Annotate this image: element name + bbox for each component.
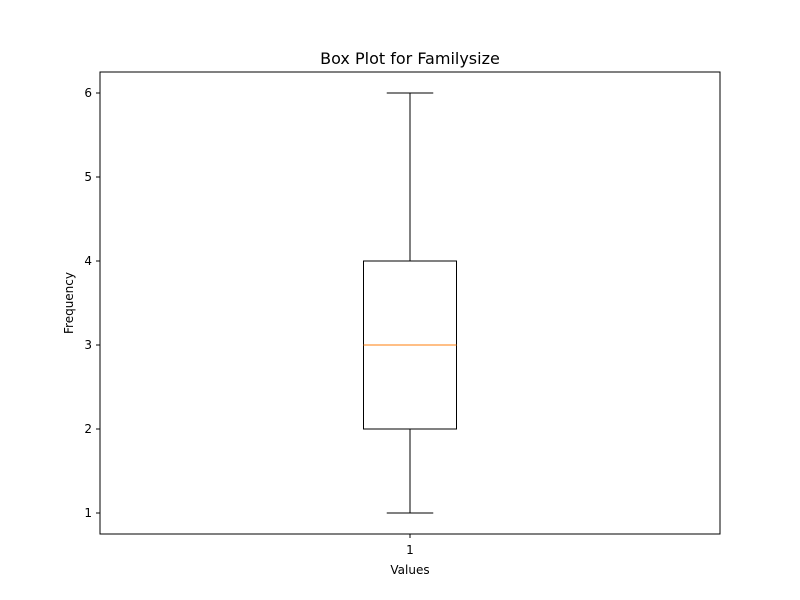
plot-area — [363, 92, 457, 514]
y-tick-label: 6 — [84, 86, 92, 100]
chart-title: Box Plot for Familysize — [320, 49, 500, 68]
x-tick-label: 1 — [406, 543, 414, 557]
x-axis-label: Values — [390, 563, 429, 577]
y-tick-label: 2 — [84, 422, 92, 436]
y-axis-label: Frequency — [62, 272, 76, 334]
y-tick-label: 1 — [84, 506, 92, 520]
y-axis: 1 2 3 4 5 6 — [84, 86, 100, 520]
y-tick-label: 4 — [84, 254, 92, 268]
y-tick-label: 5 — [84, 170, 92, 184]
box-group — [363, 92, 457, 514]
x-axis: 1 — [406, 534, 414, 557]
y-tick-label: 3 — [84, 338, 92, 352]
